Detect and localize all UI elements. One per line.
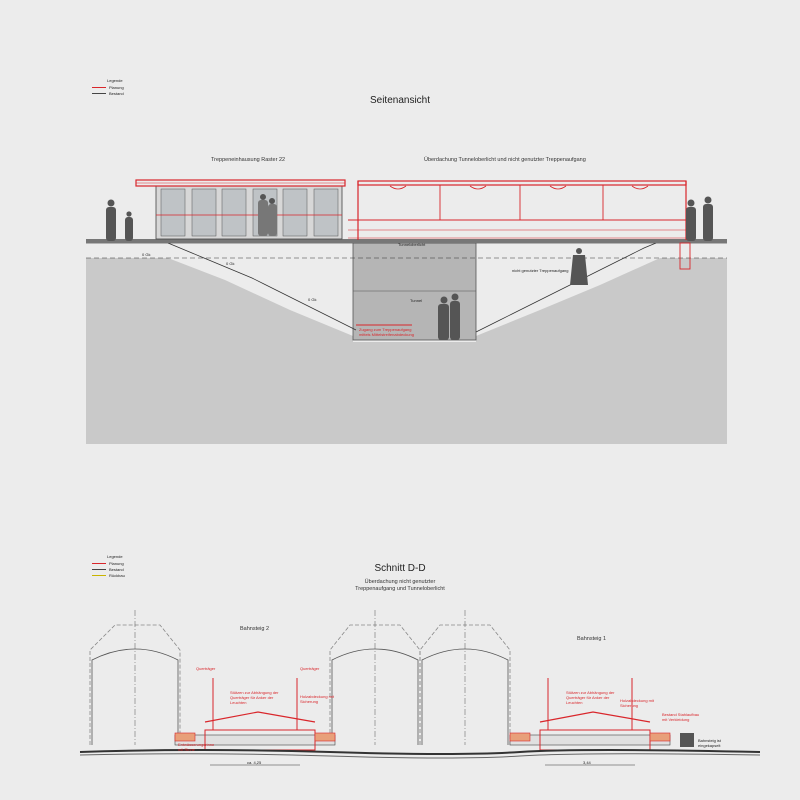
subtitle-line-1: Überdachung nicht genutzter [364, 579, 436, 585]
ground-line [79, 749, 761, 755]
annot-gok: 0 Gk [142, 252, 151, 257]
annot-note-right-mid: Holzabdeckung mit Sicherung [620, 698, 655, 708]
legend-line-bestand [92, 93, 106, 94]
annot-note-right-side: Bestand Stahlaufbau mit Verkleidung [662, 712, 700, 722]
annot-closure: Zugang zum Treppenaufgang [359, 327, 412, 332]
label-enclosure: Treppeneinhausung Raster 22 [211, 157, 286, 163]
legend-line-planung [92, 87, 106, 88]
legend-line-rueckbau [92, 575, 106, 576]
annot-height-a: 0 Gk [226, 261, 235, 266]
legend-line-planung-2 [92, 563, 106, 564]
legend-item-bestand: Bestand [109, 91, 124, 96]
legend-item-planung: Planung [109, 85, 124, 90]
legend-item-planung-2: Planung [109, 561, 124, 566]
label-roofing: Überdachung Tunneloberlicht und nicht ge… [424, 157, 586, 163]
annot-height-b: 0 Gk [308, 297, 317, 302]
dim-right: 3,44 [583, 760, 591, 765]
platform-1 [509, 678, 694, 751]
annot-note-right-top: Stützen zur Abhängung der Querträger für… [566, 690, 615, 705]
annot-note-left-mid: Holzabdeckung mit Sicherung [300, 694, 335, 704]
annot-support-right: Querträger [300, 666, 320, 671]
page-title-bottom: Schnitt D-D [374, 563, 426, 574]
dim-left: ca. 4,25 [247, 760, 262, 765]
legend-title: Legende [107, 78, 123, 83]
ground-section [86, 258, 727, 444]
annot-tunnel-light: Tunneloberlicht [398, 242, 426, 247]
annot-closure-2: mittels Mittelstreifenabdeckung [359, 332, 414, 337]
label-platform-2: Bahnsteig 2 [240, 626, 270, 632]
platform-2 [174, 678, 336, 751]
stair-right [475, 242, 657, 333]
legend-title-2: Legende [107, 554, 123, 559]
page-title-top: Seitenansicht [369, 95, 431, 106]
legend-line-bestand-2 [92, 569, 106, 570]
label-platform-1: Bahnsteig 1 [577, 636, 607, 642]
legend-item-rueckbau: Rückbau [109, 573, 125, 578]
canopy-roofing [348, 180, 691, 326]
annot-support-left: Querträger [196, 666, 216, 671]
subtitle-line-2: Treppenaufgang und Tunneloberlicht [355, 586, 445, 592]
legend-item-bestand-2: Bestand [109, 567, 124, 572]
section-dd-drawing [79, 610, 761, 766]
stair-enclosure [135, 179, 346, 240]
annot-note-left-bottom: Entwässerungsrinne mit Rinne [178, 742, 215, 752]
people-silhouettes [106, 194, 713, 340]
annot-unused-stair: nicht genutzter Treppenaufgang [512, 268, 569, 273]
annot-note-far-right: Bahnsteig ist eingekapselt [698, 738, 721, 748]
annot-note-left-top: Stützen zur Abhängung der Querträger für… [230, 690, 279, 705]
stair-left [167, 242, 357, 331]
annot-tunnel: Tunnel [410, 298, 423, 303]
